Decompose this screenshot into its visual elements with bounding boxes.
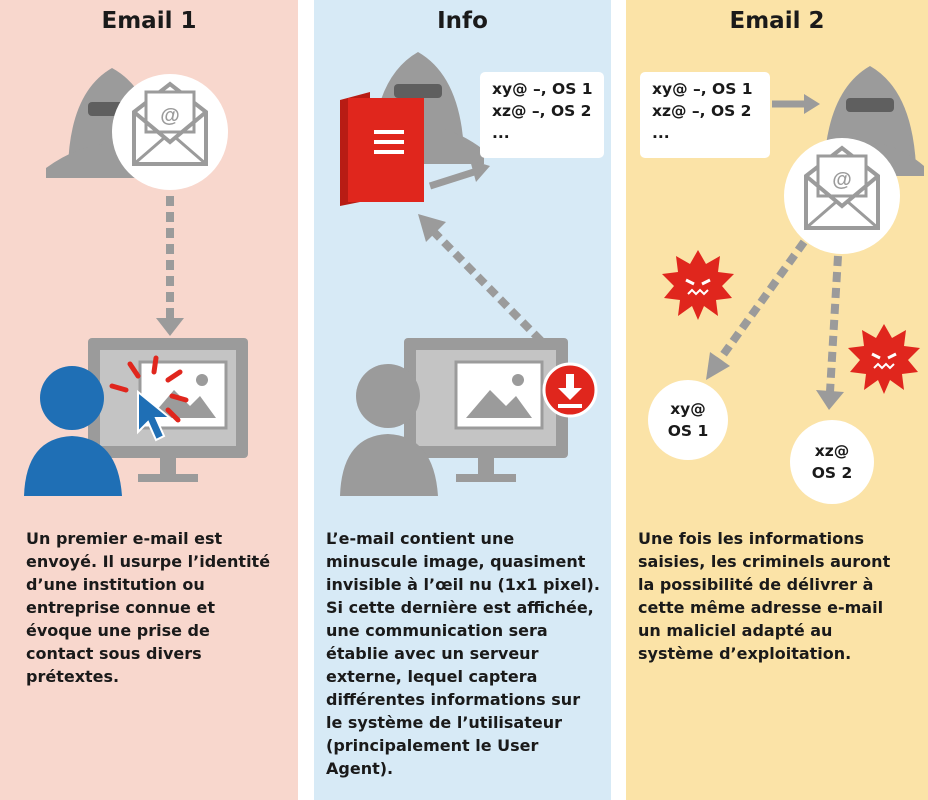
description-line: Agent). [326,759,394,778]
target-address: xy@ [670,400,706,418]
panel-info-illustration [340,52,598,496]
panel-description: Un premier e-mail est envoyé. Il usurpe … [26,527,288,688]
at-symbol: @ [832,169,852,191]
arrow-to-hacker [772,94,820,114]
description-line: établie avec un serveur [326,644,539,663]
panel-description: L’e-mail contient une minuscule image, q… [326,527,606,780]
dashed-arrow-to-target-2 [816,255,844,410]
user-icon [24,366,122,496]
panel-description: Une fois les informations saisies, les c… [638,527,924,665]
panel-info: xy@ –, OS 1 xz@ –, OS 2 ... Info L’e-mai… [314,0,611,800]
at-symbol: @ [160,105,180,127]
panel-email-1: @ [0,0,298,800]
description-line: Un premier e-mail est [26,529,223,548]
description-line: système d’exploitation. [638,644,852,663]
description-line: envoyé. Il usurpe l’identité [26,552,271,571]
target-os-1: xy@ OS 1 [648,380,728,460]
panel-email-2-illustration: @ [662,66,924,410]
dashed-arrow-to-target-1 [706,239,808,380]
panel-email-2: @ xy@ –, O [626,0,928,800]
info-box: xy@ –, OS 1 xz@ –, OS 2 ... [480,72,604,158]
description-line: évoque une prise de [26,621,210,640]
description-line: saisies, les criminels auront [638,552,891,571]
malware-icon [848,324,920,394]
monitor-icon [88,338,248,482]
download-icon [542,362,598,418]
description-line: d’une institution ou [26,575,205,594]
info-box-line: xz@ –, OS 2 [492,102,592,120]
description-line: une communication sera [326,621,548,640]
panel-title: Info [437,8,488,34]
cursor-icon [137,389,173,442]
dashed-arrow-down [156,196,184,336]
info-box: xy@ –, OS 1 xz@ –, OS 2 ... [640,72,770,158]
description-line: prétextes. [26,667,120,686]
description-line: minuscule image, quasiment [326,552,586,571]
monitor-icon [404,338,568,482]
target-os-2: xz@ OS 2 [790,420,874,504]
description-line: la possibilité de délivrer à [638,575,874,594]
description-line: invisible à l’œil nu (1x1 pixel). [326,575,600,594]
description-line: L’e-mail contient une [326,529,515,548]
description-line: Si cette dernière est affichée, [326,598,594,617]
info-box-line: xy@ –, OS 1 [652,80,753,98]
description-line: (principalement le User [326,736,539,755]
info-box-line: ... [652,124,670,142]
click-burst-icon [109,355,189,423]
server-icon [340,92,424,206]
description-line: différentes informations sur [326,690,581,709]
dashed-arrow-up [418,214,555,355]
description-line: Une fois les informations [638,529,864,548]
panel-email-1-illustration: @ [24,68,248,496]
description-line: le système de l’utilisateur [326,713,563,732]
target-os: OS 1 [667,422,709,440]
panel-title: Email 1 [101,8,197,34]
panel-title: Email 2 [729,8,825,34]
description-line: un maliciel adapté au [638,621,833,640]
target-os: OS 2 [811,464,853,482]
target-address: xz@ [814,442,850,460]
malware-icon [662,250,734,320]
description-line: externe, lequel captera [326,667,538,686]
description-line: contact sous divers [26,644,202,663]
email-envelope-icon: @ [112,74,228,190]
info-box-line: ... [492,124,510,142]
user-icon [340,364,438,496]
description-line: entreprise connue et [26,598,215,617]
arrow-to-info-box [428,160,490,190]
info-box-line: xy@ –, OS 1 [492,80,593,98]
description-line: cette même adresse e-mail [638,598,884,617]
email-envelope-icon: @ [784,138,900,254]
info-box-line: xz@ –, OS 2 [652,102,752,120]
